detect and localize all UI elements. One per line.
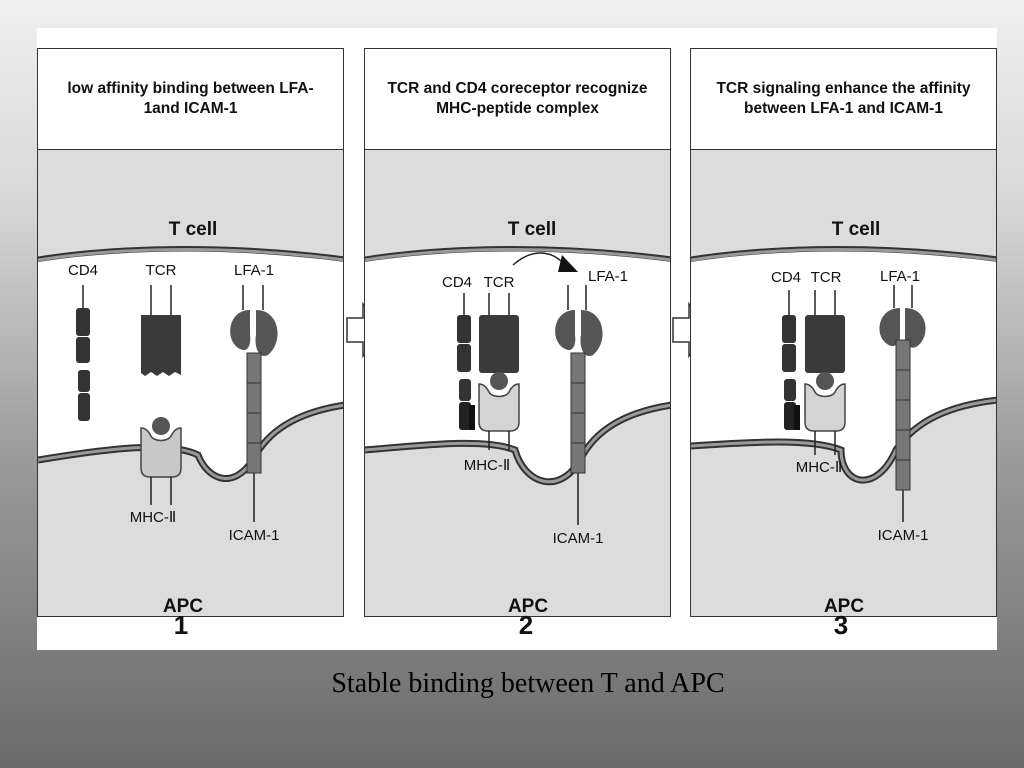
panel-1-diagram: T cell APC CD4 TCR LFA-1 (38, 219, 343, 617)
tcr-label: TCR (146, 262, 177, 279)
apc-label: APC (163, 596, 203, 617)
mhc-ii-molecule (804, 372, 846, 455)
caption: Stable binding between T and APC (331, 668, 725, 699)
figure: low affinity binding between LFA-1and IC… (37, 28, 997, 650)
panel-3-number: 3 (833, 610, 849, 640)
apc-label: APC (824, 596, 864, 617)
cd4-label: CD4 (771, 269, 801, 286)
cd4-molecule (76, 285, 90, 421)
signal-arrowhead (558, 255, 578, 272)
icam-label: ICAM-1 (553, 530, 604, 547)
lfa1-molecule (879, 285, 926, 348)
panel-3: TCR signaling enhance the affinity betwe… (690, 48, 997, 617)
mhc-ii-molecule (478, 372, 520, 450)
lfa1-label: LFA-1 (880, 268, 920, 285)
panel-1-number: 1 (173, 610, 189, 640)
mhc-label: MHC-Ⅱ (796, 459, 843, 476)
icam-label: ICAM-1 (878, 527, 929, 544)
panel-2-number: 2 (518, 610, 534, 640)
icam1-molecule (246, 352, 262, 522)
tcr-molecule (805, 290, 845, 373)
icam1-molecule (570, 352, 586, 525)
cd4-label: CD4 (68, 262, 98, 279)
apc-label: APC (508, 596, 548, 617)
t-cell-label: T cell (832, 219, 881, 240)
tcr-label: TCR (484, 274, 515, 291)
panel-2-header: TCR and CD4 coreceptor recognize MHC-pep… (365, 49, 670, 150)
panel-1: low affinity binding between LFA-1and IC… (37, 48, 344, 617)
mhc-label: MHC-Ⅱ (464, 457, 511, 474)
lfa1-molecule (230, 285, 278, 356)
tcr-molecule (479, 293, 519, 373)
panel-3-header: TCR signaling enhance the affinity betwe… (691, 49, 996, 150)
panel-1-header: low affinity binding between LFA-1and IC… (38, 49, 343, 150)
cd4-molecule (782, 290, 800, 430)
icam1-molecule (895, 339, 911, 522)
panel-2-diagram: T cell APC CD4 TCR LFA-1 (365, 219, 670, 617)
panel-2: TCR and CD4 coreceptor recognize MHC-pep… (364, 48, 671, 617)
mhc-ii-molecule (140, 417, 182, 505)
tcr-molecule (141, 285, 181, 376)
lfa1-label: LFA-1 (234, 262, 274, 279)
mhc-label: MHC-Ⅱ (130, 509, 177, 526)
icam-label: ICAM-1 (229, 527, 280, 544)
t-cell-label: T cell (508, 219, 557, 240)
cd4-label: CD4 (442, 274, 472, 291)
tcr-label: TCR (811, 269, 842, 286)
lfa1-molecule (555, 285, 603, 356)
t-cell-label: T cell (169, 219, 218, 240)
panel-3-diagram: T cell APC CD4 TCR LFA-1 (691, 219, 996, 617)
lfa1-label: LFA-1 (588, 268, 628, 285)
cd4-molecule (457, 293, 475, 430)
